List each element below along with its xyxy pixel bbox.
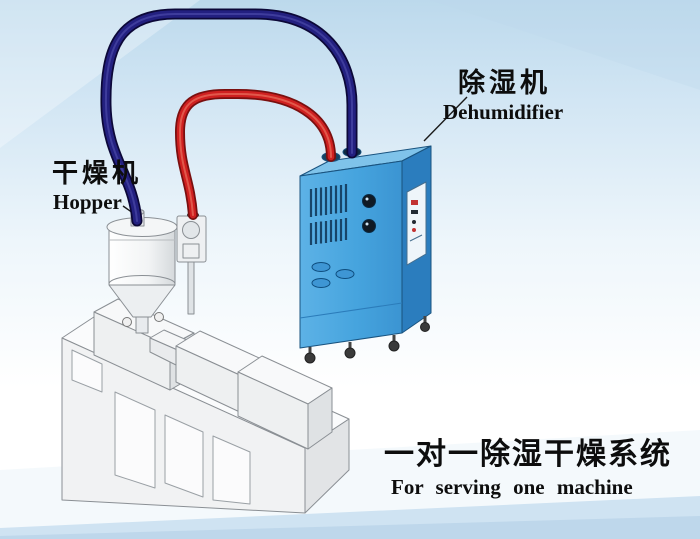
- caster-wheel: [388, 340, 400, 352]
- dry-air-pipe-red: [174, 89, 336, 220]
- blower-motor-base: [182, 243, 200, 259]
- oval-vent-1: [311, 262, 331, 272]
- blower-stand: [187, 261, 195, 315]
- handwheel-right: [154, 312, 164, 322]
- caster-wheel: [344, 347, 356, 359]
- hopper-label-en: Hopper: [53, 190, 122, 214]
- machine-panel-small: [71, 349, 103, 393]
- panel-button-1: [412, 220, 416, 224]
- gauge-lower-dot: [365, 222, 369, 226]
- sky-streak-right: [430, 0, 700, 90]
- caption-cn: 一对一除湿干燥系统: [384, 438, 672, 471]
- caster-wheel: [304, 352, 316, 364]
- caption-en: For serving one machine: [391, 475, 633, 499]
- sky-streak-left: [0, 0, 200, 148]
- oval-vent-2: [311, 278, 331, 288]
- dehumidifier-label-en: Dehumidifier: [443, 100, 564, 124]
- cover-box2-end: [307, 387, 333, 450]
- hopper-cone: [108, 284, 176, 318]
- hopper-label-cn: 干燥机: [52, 158, 143, 188]
- panel-button-2: [412, 228, 416, 232]
- dehumidifier-front-seam: [299, 302, 403, 319]
- gauge-upper: [362, 194, 376, 208]
- extruder-machine: [61, 298, 350, 514]
- casters: [304, 316, 430, 364]
- gauge-upper-dot: [365, 197, 369, 201]
- control-panel: [406, 181, 427, 266]
- dehumidifier-label-cn: 除湿机: [458, 68, 551, 98]
- gauge-lower: [362, 219, 376, 233]
- panel-display-dark: [411, 210, 418, 214]
- blower-fan: [182, 221, 200, 239]
- vent-grille: [309, 184, 348, 245]
- handwheel-left: [122, 317, 132, 327]
- dehumidifier-leader-line: [423, 96, 468, 142]
- return-air-pipe-navy: [100, 8, 358, 227]
- hopper-neck: [135, 316, 149, 334]
- dehumidifier-unit: [299, 145, 432, 364]
- panel-slot: [409, 234, 423, 242]
- hopper-dryer: [106, 208, 207, 334]
- machine-door-1: [114, 391, 156, 489]
- panel-display-red: [411, 200, 418, 205]
- machine-door-3: [212, 435, 251, 505]
- bottom-band-dark: [0, 516, 700, 539]
- caster-wheel: [420, 322, 430, 332]
- machine-door-2: [164, 414, 204, 498]
- air-pipes: [100, 8, 358, 227]
- oval-vent-3: [335, 269, 355, 279]
